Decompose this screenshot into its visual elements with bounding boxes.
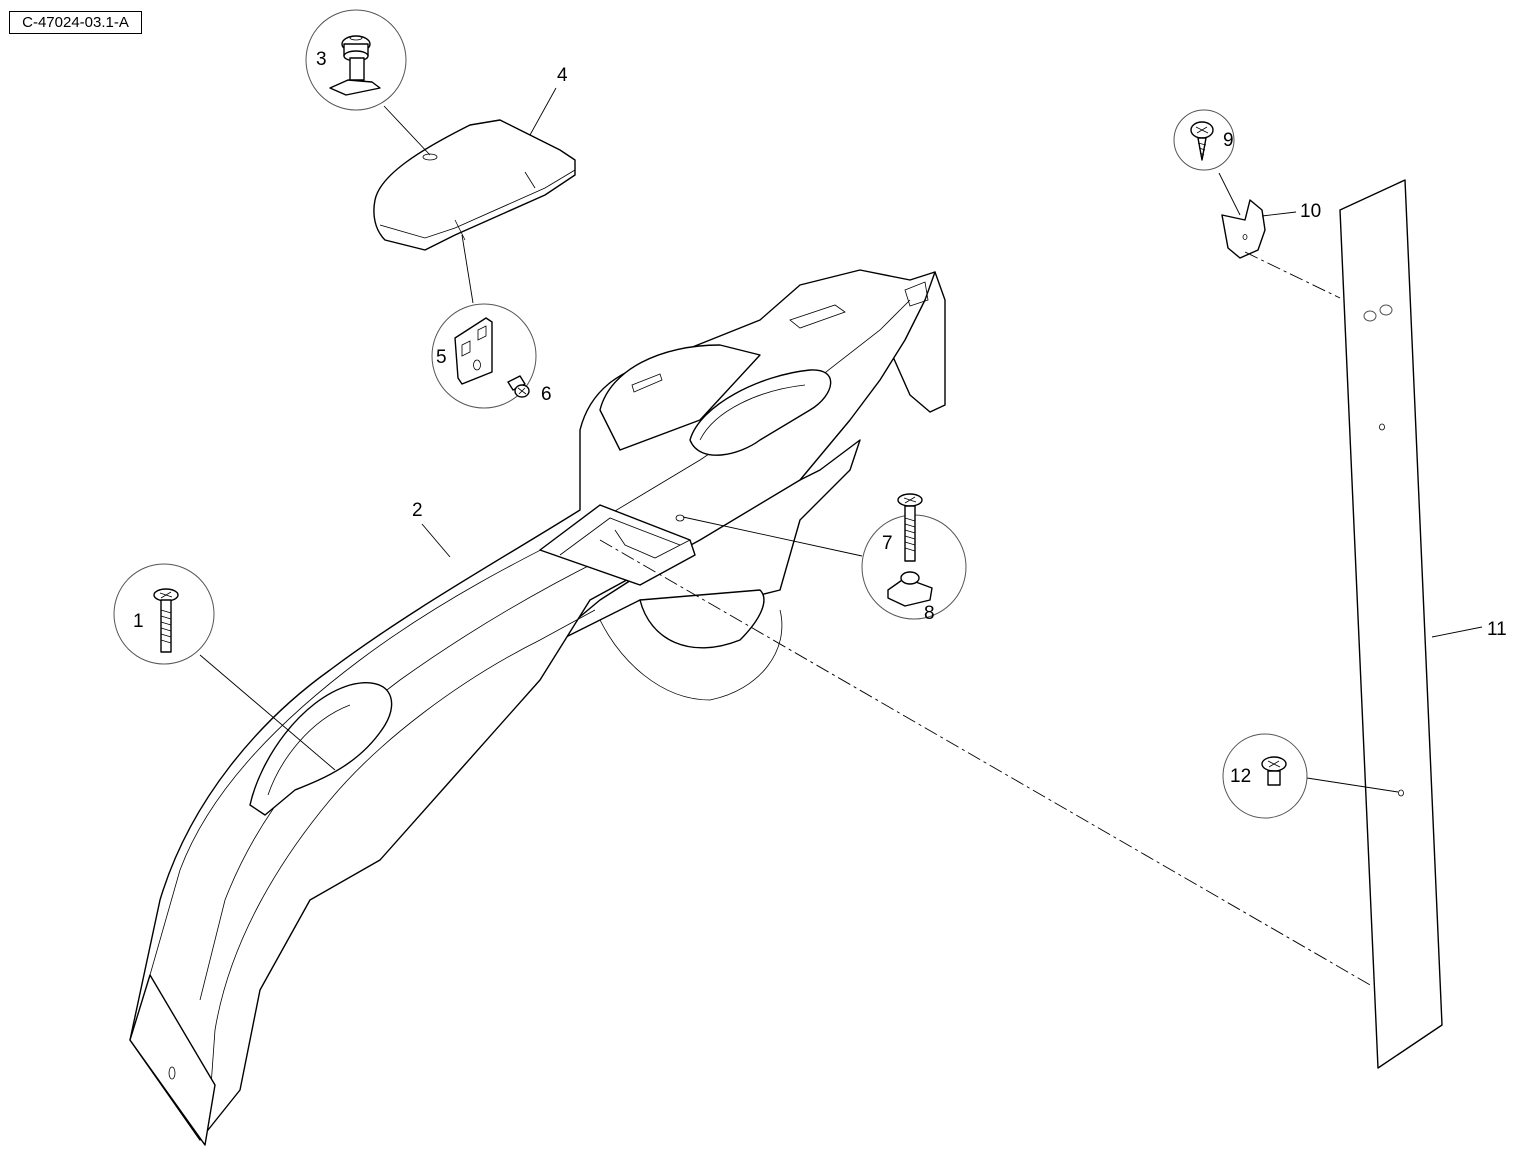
part-1-bolt[interactable]	[153, 588, 179, 653]
detail-circle-9	[1173, 109, 1235, 171]
detail-circle-12	[1222, 733, 1308, 819]
part-6-screw[interactable]	[507, 375, 530, 398]
figure-reference-label: C-47024-03.1-A	[9, 11, 142, 34]
part-9-screw[interactable]	[1190, 121, 1214, 161]
callout-11: 11	[1487, 619, 1507, 640]
callout-7: 7	[882, 533, 893, 554]
part-5-hinge[interactable]	[454, 317, 493, 385]
callout-10: 10	[1300, 201, 1321, 222]
callout-5: 5	[436, 347, 447, 368]
detail-circle-1	[113, 563, 215, 665]
part-4-lid[interactable]	[373, 119, 576, 251]
detail-circle-7-8	[861, 493, 967, 620]
detail-circle-3	[305, 9, 407, 111]
part-7-bolt[interactable]	[897, 493, 923, 562]
part-8-nut[interactable]	[887, 571, 933, 607]
callout-4: 4	[557, 65, 568, 86]
leader-lines	[199, 87, 1483, 987]
callout-1: 1	[133, 611, 144, 632]
detail-circle-5-6	[431, 303, 537, 409]
callout-2: 2	[412, 500, 423, 521]
part-12-screw[interactable]	[1261, 756, 1287, 786]
callout-9: 9	[1223, 130, 1234, 151]
part-3-latch[interactable]	[329, 35, 381, 96]
callout-12: 12	[1230, 766, 1251, 787]
callout-6: 6	[541, 384, 552, 405]
part-2-console-body[interactable]	[129, 269, 946, 1146]
callout-8: 8	[924, 603, 935, 624]
part-11-panel[interactable]	[1339, 179, 1443, 1069]
callout-3: 3	[316, 49, 327, 70]
part-10-clip[interactable]	[1221, 199, 1266, 259]
